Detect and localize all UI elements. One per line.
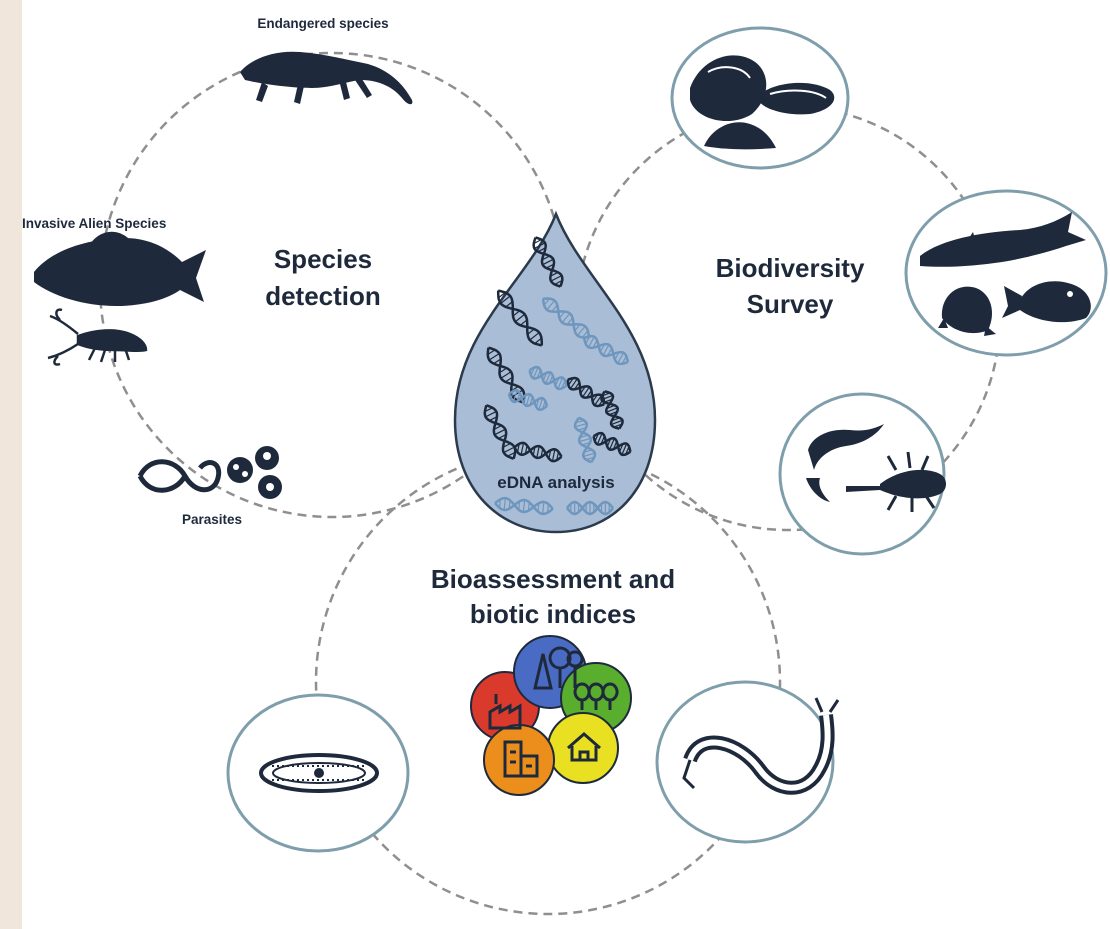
- bioassessment-title-line1: Bioassessment and: [431, 564, 675, 594]
- worm-parasite-icon: [140, 462, 219, 491]
- index-circle-yellow: [548, 713, 618, 783]
- biodiversity-title-line2: Survey: [747, 289, 834, 319]
- cell-parasite-icon: [227, 446, 282, 499]
- species-detection-title-line1: Species: [274, 244, 372, 274]
- endangered-species-label: Endangered species: [257, 16, 388, 31]
- crayfish-icon: [48, 310, 146, 365]
- parasites-label: Parasites: [182, 512, 242, 527]
- bioassessment-title-line2: biotic indices: [470, 599, 636, 629]
- biodiversity-title-line1: Biodiversity: [716, 253, 865, 283]
- vertebrate-bubble: [906, 191, 1106, 355]
- species-detection-title-line2: detection: [265, 281, 381, 311]
- edna-analysis-label: eDNA analysis: [497, 473, 614, 492]
- invasive-species-label: Invasive Alien Species: [22, 216, 166, 231]
- index-circle-orange: [484, 725, 554, 795]
- carp-icon: [34, 232, 206, 306]
